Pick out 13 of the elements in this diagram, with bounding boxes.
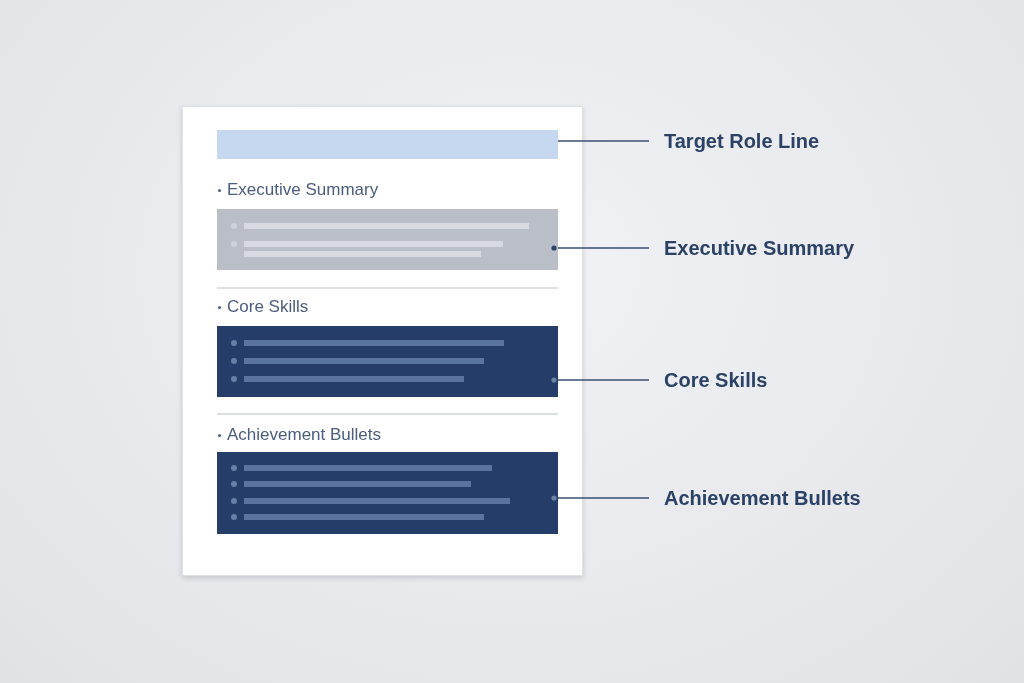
leader-line [551, 377, 650, 383]
callout-label: Core Skills [664, 368, 768, 392]
callout-label: Achievement Bullets [664, 486, 861, 510]
leader-line [557, 140, 650, 142]
section-heading: Core Skills [227, 296, 309, 318]
callout-label: Executive Summary [664, 236, 855, 260]
target-role-bar [217, 130, 558, 159]
resume-page [182, 106, 583, 576]
leader-line [551, 245, 650, 251]
callout-label: Target Role Line [664, 129, 820, 153]
section-heading: Achievement Bullets [227, 424, 382, 446]
section-heading: Executive Summary [227, 179, 379, 201]
leader-line [551, 495, 650, 501]
